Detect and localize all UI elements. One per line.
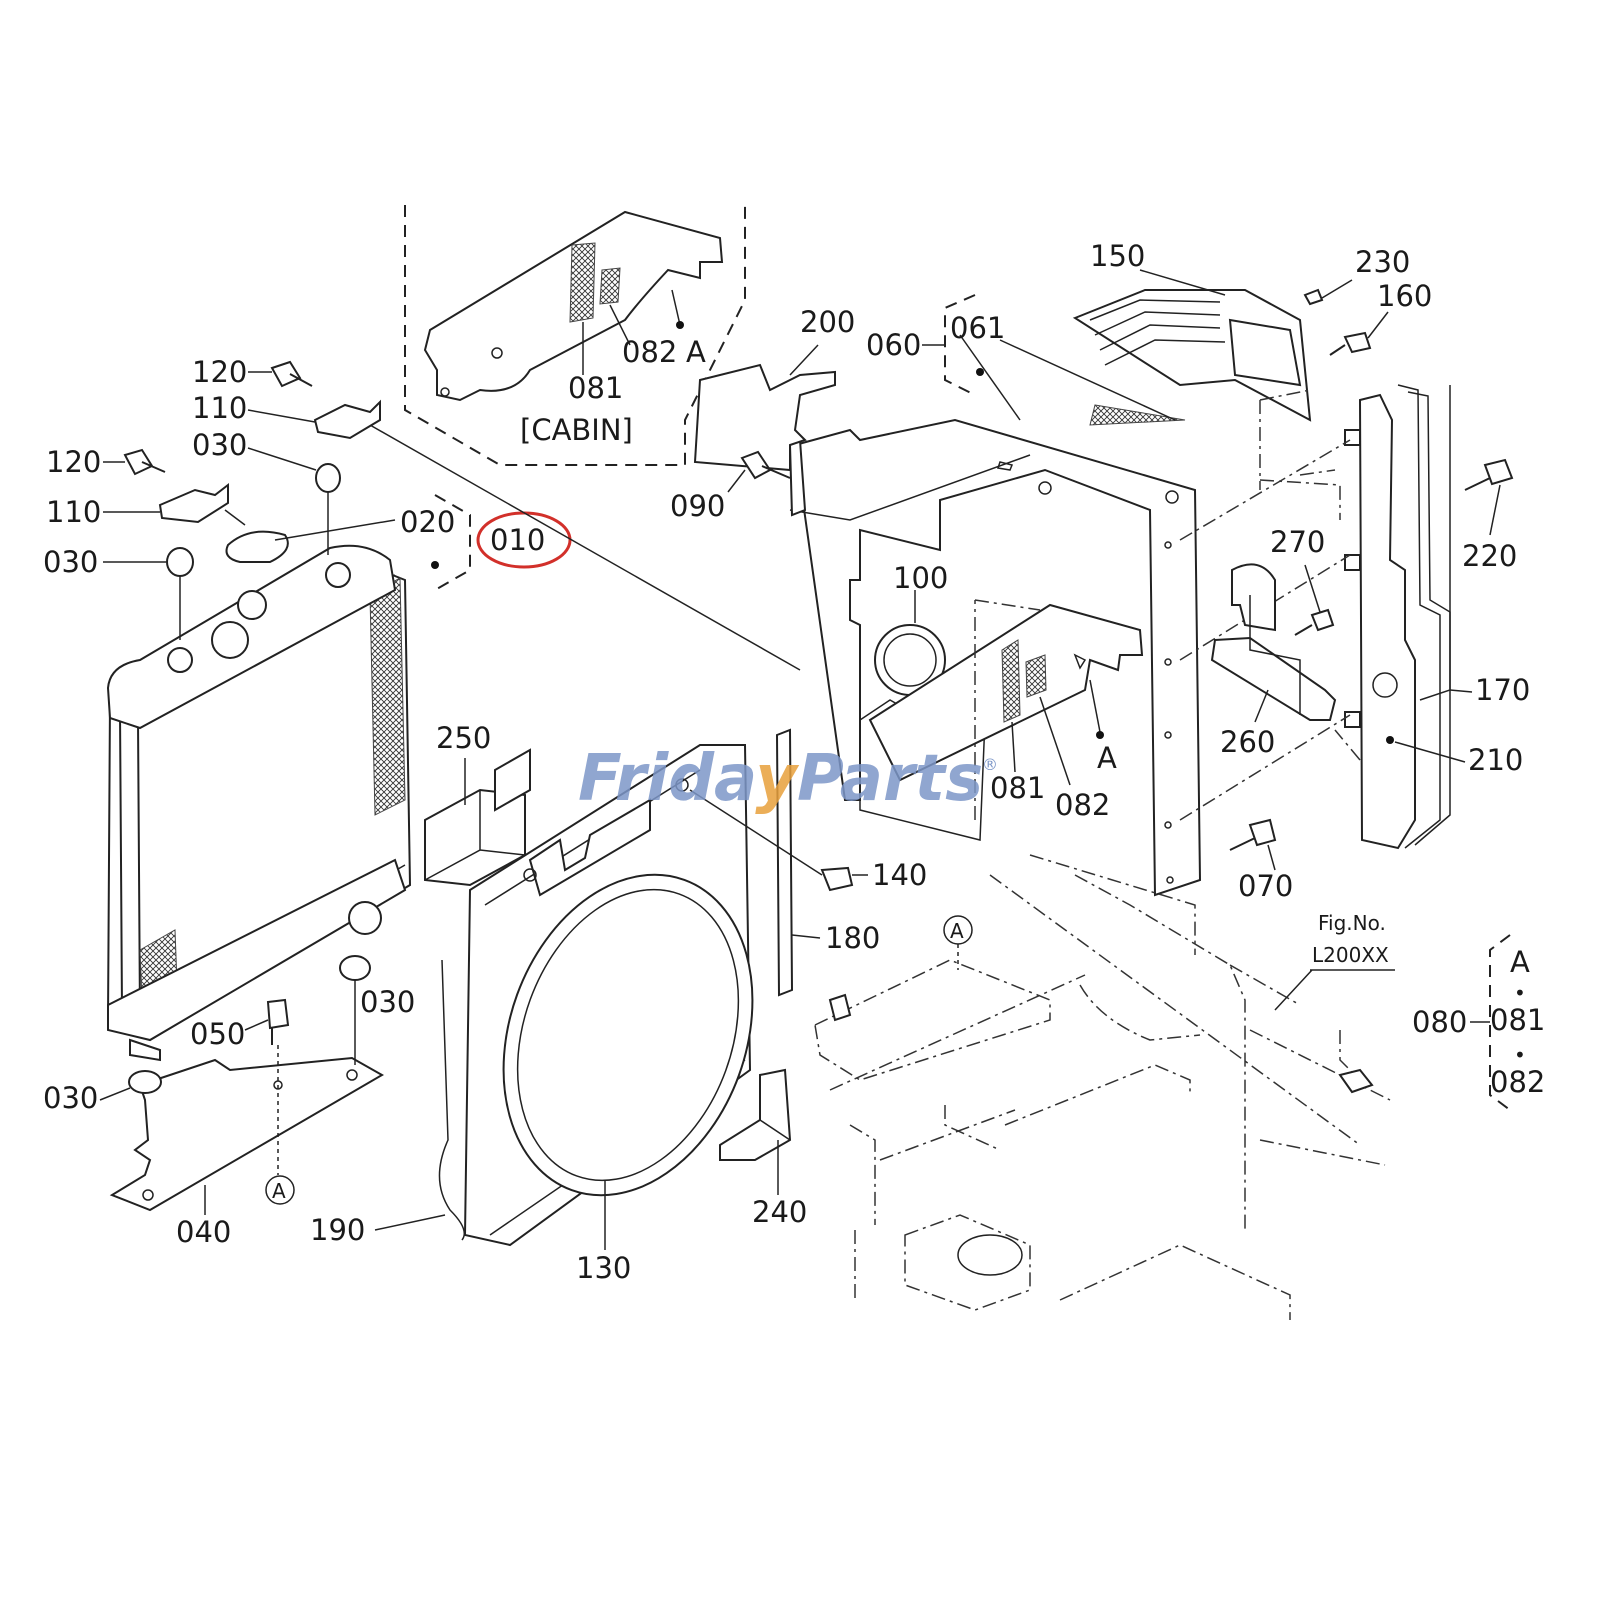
callout-140: 140 xyxy=(872,858,927,892)
bolt-270 xyxy=(1294,608,1335,636)
callout-120-upper: 120 xyxy=(192,355,247,389)
callout-040: 040 xyxy=(176,1215,231,1249)
callout-090: 090 xyxy=(670,489,725,523)
cabin-filter-081 xyxy=(569,242,596,323)
seal-strip-180 xyxy=(775,728,794,997)
callout-082-set: 082 xyxy=(1490,1065,1545,1099)
wm-part3: Parts xyxy=(797,742,983,816)
callout-081-set: 081 xyxy=(1490,1003,1545,1037)
callout-150: 150 xyxy=(1090,239,1145,273)
callout-a-cabin: A xyxy=(686,335,706,369)
foam-block-240 xyxy=(719,1068,792,1161)
callout-060: 060 xyxy=(866,328,921,362)
radiator-assembly xyxy=(106,544,412,1062)
filter-081 xyxy=(1001,639,1021,723)
bolt-140 xyxy=(820,866,854,892)
machine-frame xyxy=(814,854,1391,1320)
callout-210: 210 xyxy=(1468,743,1523,777)
bracket-260 xyxy=(1210,636,1337,721)
callout-a-right: A xyxy=(1097,741,1117,775)
radiator-cap xyxy=(225,530,289,563)
wm-part2: y xyxy=(755,742,799,816)
callout-120-left: 120 xyxy=(46,445,101,479)
cushion-030-left xyxy=(166,547,194,577)
bullet-1: • xyxy=(1514,981,1526,1005)
callout-220: 220 xyxy=(1462,539,1517,573)
callout-081-cabin: 081 xyxy=(568,371,623,405)
fig-ref-line2: L200XX xyxy=(1312,943,1389,967)
callout-230: 230 xyxy=(1355,245,1410,279)
callout-082-cabin: 082 xyxy=(622,335,677,369)
callout-240: 240 xyxy=(752,1195,807,1229)
fan-shroud xyxy=(463,744,754,1247)
seal-strip-190 xyxy=(438,959,465,1241)
bracket-110-upper xyxy=(313,399,381,440)
callout-170: 170 xyxy=(1475,673,1530,707)
cushion-030-upper xyxy=(315,463,341,493)
filter-082 xyxy=(1025,654,1047,698)
callout-a-080: A xyxy=(1510,945,1530,979)
svg-text:FridayParts: FridayParts xyxy=(578,742,983,816)
bolt-090 xyxy=(740,450,791,480)
pipe-170 xyxy=(1397,384,1441,849)
cabin-label: [CABIN] xyxy=(520,413,633,447)
wm-part1: Frida xyxy=(578,742,755,816)
wm-registered: ® xyxy=(982,755,998,774)
bullet-2: • xyxy=(1514,1043,1526,1067)
callout-070: 070 xyxy=(1238,869,1293,903)
partition-panel xyxy=(788,418,1202,897)
callout-110-upper: 110 xyxy=(192,391,247,425)
callout-200: 200 xyxy=(800,305,855,339)
callout-080: 080 xyxy=(1412,1005,1467,1039)
callout-030-lower-right: 030 xyxy=(360,985,415,1019)
cushion-030-lower-right xyxy=(339,955,371,981)
callout-160: 160 xyxy=(1377,279,1432,313)
partition-plate-061 xyxy=(793,418,1202,897)
bolt-070 xyxy=(1229,818,1277,851)
callout-020: 020 xyxy=(400,505,455,539)
mount-plate-040 xyxy=(109,1056,385,1212)
radiator-top-tank xyxy=(106,544,397,730)
side-plate-210 xyxy=(1358,393,1416,850)
callout-010: 010 xyxy=(490,523,545,557)
callout-100: 100 xyxy=(893,561,948,595)
callout-050: 050 xyxy=(190,1017,245,1051)
callout-180: 180 xyxy=(825,921,880,955)
callout-110-left: 110 xyxy=(46,495,101,529)
callout-250: 250 xyxy=(436,721,491,755)
callout-061: 061 xyxy=(950,311,1005,345)
watermark-logo: FridayParts ® xyxy=(578,742,998,816)
cabin-inset: 081 082 A [CABIN] xyxy=(404,205,746,466)
callout-190: 190 xyxy=(310,1213,365,1247)
callout-260: 260 xyxy=(1220,725,1275,759)
cushion-030-lower-left xyxy=(128,1070,162,1094)
marker-a-lower: A xyxy=(272,1179,286,1203)
bolt-120-upper xyxy=(270,360,313,388)
callout-030-left: 030 xyxy=(43,545,98,579)
callout-081-right: 081 xyxy=(990,771,1045,805)
callout-130: 130 xyxy=(576,1251,631,1285)
bracket-110-left xyxy=(158,482,229,524)
bolt-160 xyxy=(1329,331,1372,356)
clip-fixture xyxy=(828,993,852,1022)
clip-230 xyxy=(1303,288,1324,306)
drain-plug-050 xyxy=(266,998,290,1045)
callout-030-upper: 030 xyxy=(192,428,247,462)
baffle-200 xyxy=(693,363,836,472)
bolt-220 xyxy=(1464,458,1514,491)
cabin-filter-082 xyxy=(599,267,621,305)
bolt-120-left xyxy=(123,448,166,476)
callout-270: 270 xyxy=(1270,525,1325,559)
callout-082-right: 082 xyxy=(1055,788,1110,822)
mesh-strip xyxy=(1089,404,1186,426)
marker-a-frame: A xyxy=(950,919,964,943)
guard-150 xyxy=(1072,289,1312,422)
callout-030-lower-left: 030 xyxy=(43,1081,98,1115)
fig-ref-line1: Fig.No. xyxy=(1318,911,1386,935)
